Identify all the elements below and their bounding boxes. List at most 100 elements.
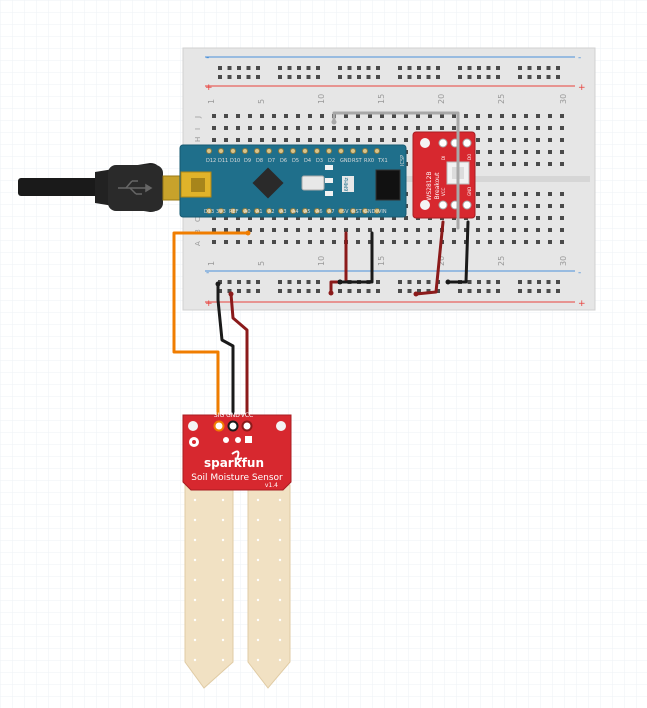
rail-hole: [486, 66, 491, 70]
breadboard-hole: [524, 114, 528, 118]
breadboard-hole: [380, 240, 384, 244]
pin-label: D3: [316, 158, 323, 164]
breadboard-hole: [332, 138, 336, 142]
breadboard-hole: [368, 126, 372, 130]
rail-hole: [537, 66, 541, 70]
rail-hole: [556, 289, 560, 293]
breadboard-hole: [476, 204, 480, 208]
breadboard-hole: [332, 126, 336, 130]
breadboard-hole: [404, 216, 408, 220]
sensor-pin-label-gnd: GND: [226, 412, 240, 419]
rail-hole: [357, 66, 361, 70]
breadboard-hole: [404, 240, 408, 244]
breadboard-hole: [560, 228, 564, 232]
breadboard-hole: [356, 126, 360, 130]
arduino-pins: [206, 148, 380, 214]
probe-dot: [193, 558, 197, 562]
pin-label: D6: [280, 158, 287, 164]
probe-dot: [221, 578, 225, 582]
rail-hole: [398, 280, 402, 284]
breadboard-hole: [476, 240, 480, 244]
breadboard-hole: [548, 126, 552, 130]
sensor-probe-right: [247, 484, 291, 689]
breadboard-hole: [236, 240, 240, 244]
sensor-mount-hole: [188, 421, 198, 431]
breadboard-hole: [536, 126, 540, 130]
probe-dot: [221, 538, 225, 542]
breadboard-hole: [272, 126, 276, 130]
breadboard-hole: [464, 114, 468, 118]
rail-hole: [278, 75, 282, 79]
rail-hole: [287, 289, 292, 293]
top-rail-minus-sign-right: -: [578, 53, 581, 63]
sensor-version: v1.4: [265, 482, 278, 489]
header-pin: [206, 208, 212, 214]
probe-dot: [256, 638, 260, 642]
col-label: 5: [257, 99, 266, 104]
breadboard-hole: [500, 204, 504, 208]
sensor-pin-gnd: [227, 420, 239, 432]
breadboard-hole: [500, 138, 504, 142]
rail-hole: [527, 280, 532, 284]
probe-dot: [193, 498, 197, 502]
rail-hole: [458, 66, 462, 70]
rail-hole: [518, 66, 522, 70]
breadboard-hole: [392, 216, 396, 220]
breadboard-hole: [248, 114, 252, 118]
arduino-icsp-header: [375, 169, 401, 201]
header-pin: [266, 148, 272, 154]
breadboard-hole: [524, 216, 528, 220]
breadboard-hole: [488, 162, 492, 166]
breadboard-hole: [392, 126, 396, 130]
breadboard-hole: [356, 216, 360, 220]
rail-hole: [477, 280, 481, 284]
probe-dot: [278, 538, 282, 542]
breadboard-hole: [548, 150, 552, 154]
breadboard-hole: [476, 126, 480, 130]
breadboard-hole: [260, 126, 264, 130]
breadboard-hole: [356, 114, 360, 118]
breadboard-hole: [512, 192, 516, 196]
rail-hole: [527, 75, 532, 79]
row-label: A: [194, 241, 202, 246]
led-board-subtitle: Breakout: [434, 172, 441, 200]
sensor-title: Soil Moisture Sensor: [191, 473, 283, 483]
breadboard-hole: [320, 216, 324, 220]
header-pin: [290, 148, 296, 154]
rail-hole: [546, 66, 551, 70]
col-label: 20: [437, 256, 446, 266]
rail-hole: [467, 280, 472, 284]
rail-hole: [458, 289, 462, 293]
breadboard-hole: [548, 228, 552, 232]
breadboard-hole: [416, 126, 420, 130]
breadboard-hole: [524, 150, 528, 154]
breadboard-hole: [560, 150, 564, 154]
rail-hole: [527, 66, 532, 70]
arduino-crystal-label: 16MHz: [344, 177, 350, 194]
sensor-probe-left: [184, 484, 234, 689]
breadboard-hole: [524, 240, 528, 244]
probe-dot: [193, 598, 197, 602]
pin-label: A7: [328, 209, 335, 215]
breadboard-hole: [272, 240, 276, 244]
probe-dot: [193, 638, 197, 642]
arduino-led: [325, 178, 333, 183]
breadboard-hole: [512, 138, 516, 142]
rail-hole: [338, 66, 342, 70]
rail-hole: [407, 75, 412, 79]
pin-label: D8: [256, 158, 263, 164]
breadboard-hole: [548, 240, 552, 244]
rail-hole: [458, 75, 462, 79]
breadboard-hole: [500, 216, 504, 220]
probe-dot: [278, 498, 282, 502]
rail-hole: [398, 66, 402, 70]
header-pin: [266, 208, 272, 214]
pin-label: RX0: [364, 158, 374, 164]
sensor-pin-label-vcc: VCC: [241, 412, 253, 419]
rail-hole: [537, 280, 541, 284]
pin-label: D5: [292, 158, 299, 164]
breadboard-hole: [368, 240, 372, 244]
col-label: 15: [377, 256, 386, 266]
pin-label: D7: [268, 158, 275, 164]
rail-hole: [376, 280, 380, 284]
